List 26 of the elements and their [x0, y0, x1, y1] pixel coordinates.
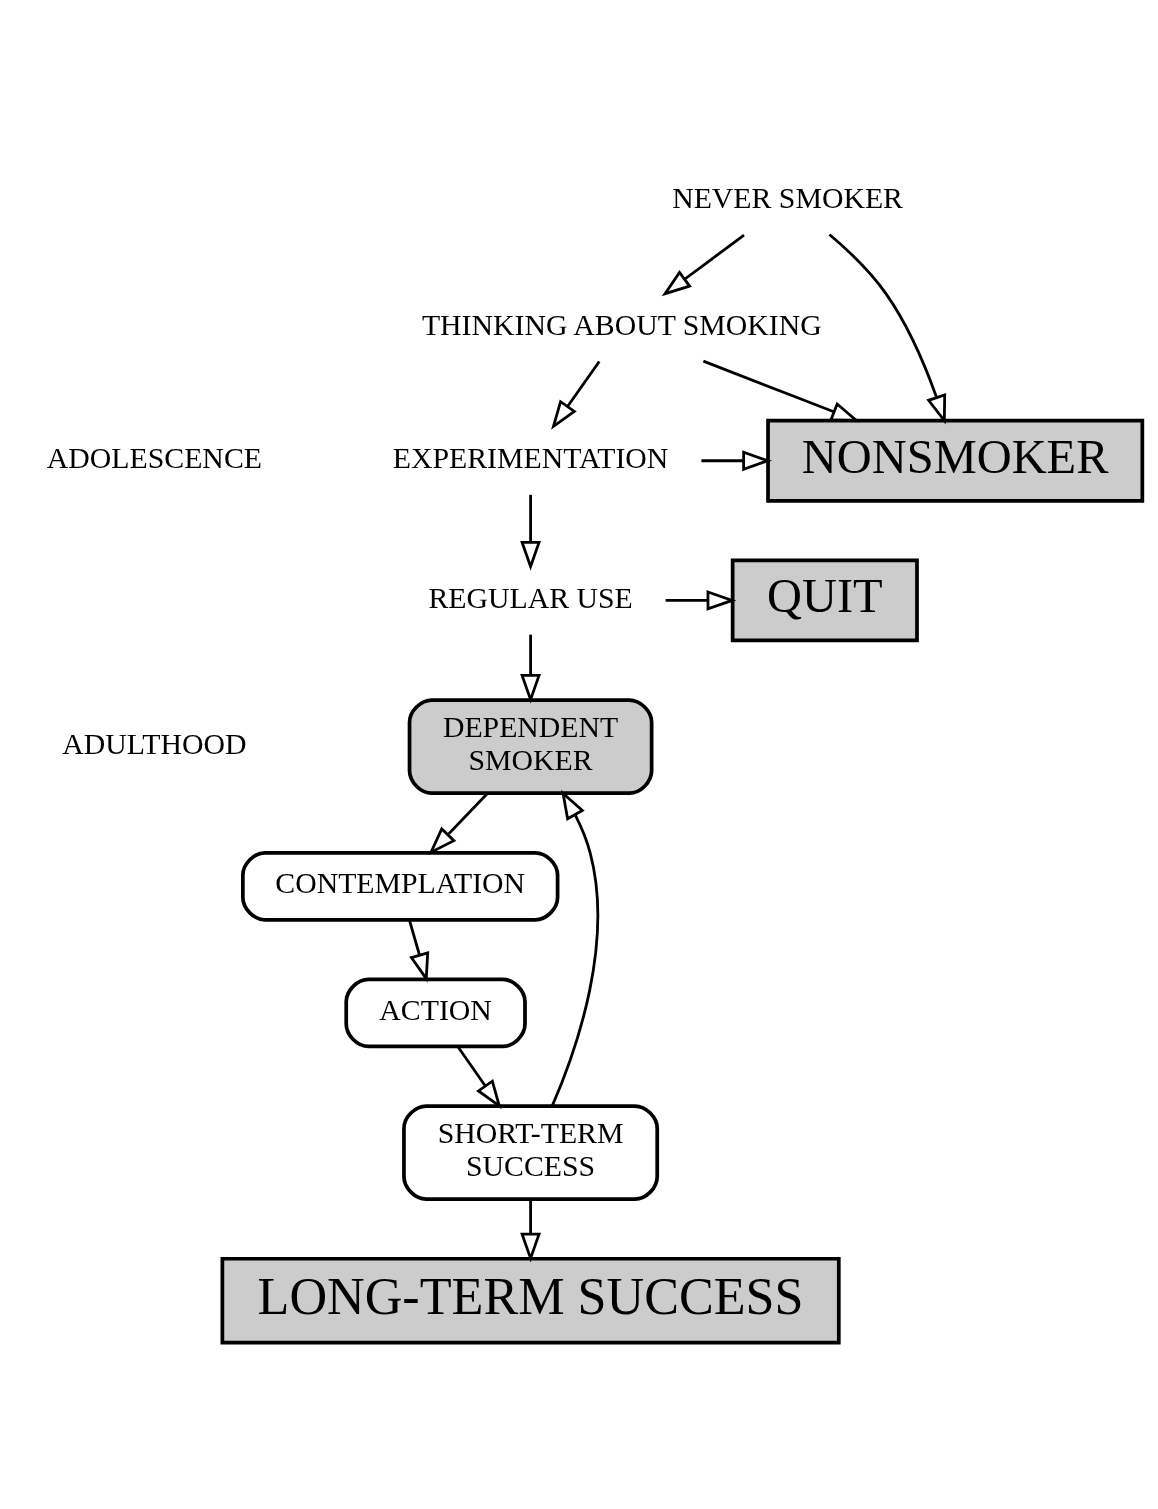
arrow — [520, 1198, 541, 1263]
arrow — [408, 919, 430, 983]
node-box: LONG-TERM SUCCESS — [220, 1256, 841, 1344]
arrow — [520, 494, 541, 571]
label: ADOLESCENCE — [46, 440, 262, 474]
arrow — [551, 360, 601, 430]
arrow — [828, 232, 947, 425]
arrow — [520, 634, 541, 704]
node-box: CONTEMPLATION — [241, 850, 560, 922]
node-box: DEPENDENT SMOKER — [407, 697, 654, 795]
node-box: NONSMOKER — [766, 418, 1145, 503]
arrow — [701, 449, 773, 471]
arrow — [665, 589, 737, 611]
node-text: EXPERIMENTATION — [392, 440, 669, 474]
arrow — [456, 1045, 502, 1109]
arrow — [550, 789, 600, 1106]
node-box: SHORT-TERM SUCCESS — [402, 1103, 660, 1201]
node-text: NEVER SMOKER — [672, 180, 903, 214]
node-box: ACTION — [344, 977, 527, 1048]
label: ADULTHOOD — [62, 726, 247, 760]
arrow — [702, 359, 861, 422]
node-text: THINKING ABOUT SMOKING — [421, 307, 822, 341]
node-text: REGULAR USE — [428, 580, 633, 614]
node-box: QUIT — [730, 558, 919, 642]
arrow — [661, 233, 745, 296]
arrow — [428, 792, 489, 855]
